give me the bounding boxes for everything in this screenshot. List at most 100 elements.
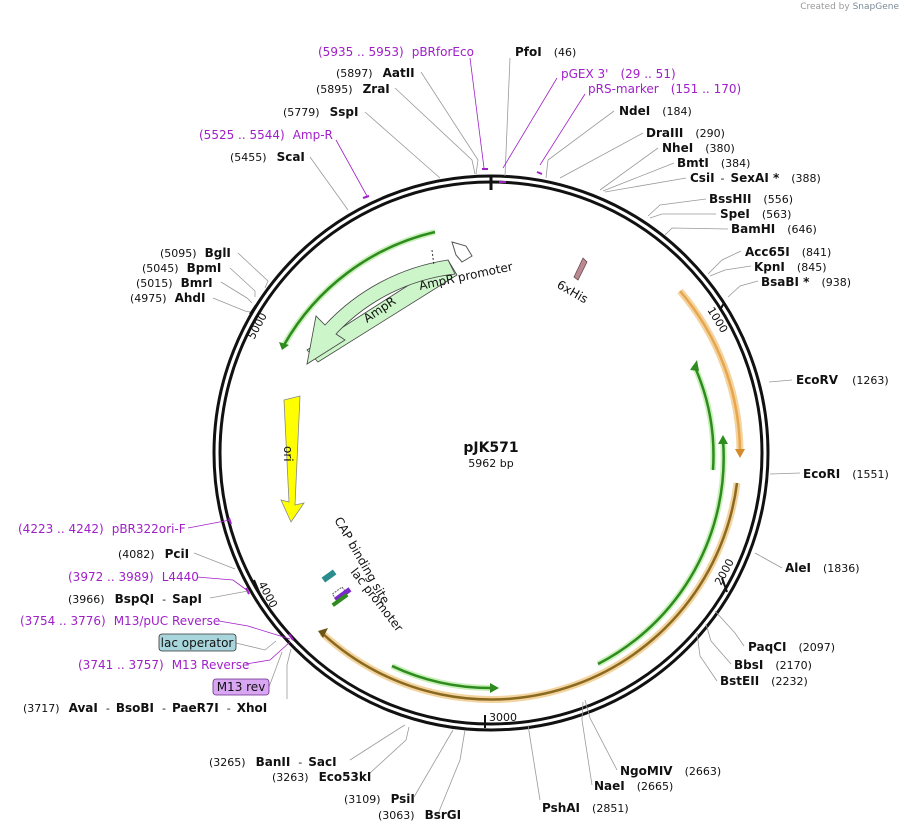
orf-green-4 (282, 230, 436, 346)
cap-site-mark (321, 569, 337, 583)
leader-bgli (237, 252, 269, 289)
enzyme-aatii: (5897)AatII (336, 66, 415, 80)
credit-prefix: Created by (800, 2, 850, 12)
ampr-body (306, 259, 458, 363)
backbone (212, 174, 770, 732)
primer-leader-m13puc (218, 620, 291, 640)
tick-1000 (719, 302, 725, 311)
orf-arcs (279, 229, 745, 703)
enzyme-bsshii: BssHII(556) (709, 192, 793, 206)
primer-m13puc: (3754 .. 3776)M13/pUC Reverse (20, 614, 220, 628)
enzyme-ahdi: (4975)AhdI (130, 291, 205, 305)
his-label: 6xHis (555, 277, 591, 306)
primer-leader-m13rev (245, 641, 291, 665)
ori-feature: ori (280, 395, 305, 523)
snapgene-brand: SnapGene (852, 2, 899, 12)
leader-draiii (559, 132, 644, 179)
enzyme-ngomiv: NgoMIV(2663) (620, 764, 721, 778)
ori-arrow (280, 395, 305, 523)
ampr-boundary (431, 249, 435, 267)
enzyme-bamhi: BamHI(646) (731, 222, 817, 236)
orf-green-2-head (718, 435, 728, 444)
lac-promoter-mark (333, 587, 352, 602)
primer-ampr: (5525 .. 5544)Amp-R (199, 128, 333, 142)
primer-leader-lines (187, 57, 586, 665)
leader-kpni (709, 265, 752, 277)
orf-green-2 (597, 439, 725, 666)
leader-ahdi (212, 297, 251, 313)
ori-label: ori (281, 446, 295, 462)
enzyme-naei: NaeI(2665) (594, 779, 673, 793)
tick-label-5000: 5000 (245, 311, 270, 342)
leader-ndei (545, 110, 615, 179)
enzyme-bmti: BmtI(384) (677, 156, 750, 170)
enzyme-banii-saci: (3265)BanII-SacI (209, 755, 337, 769)
enzyme-avai-group: (3717)AvaI-BsoBI-PaeR7I-XhoI (23, 701, 267, 715)
leader-psii (413, 729, 454, 798)
enzyme-ndei: NdeI(184) (619, 104, 692, 118)
orf-orange-2-head (318, 628, 328, 638)
leader-avai (286, 648, 292, 699)
enzyme-pshai: PshAI(2851) (542, 801, 629, 815)
enzyme-zrai: (5895)ZraI (316, 82, 390, 96)
ampr-arrow (306, 259, 456, 365)
primer-leader-pgex3 (502, 77, 558, 169)
leader-bmri (220, 281, 253, 304)
leader-eco53ki (369, 726, 410, 774)
enzyme-pcii: (4082)PciI (118, 547, 189, 561)
enzyme-psii: (3109)PsiI (344, 792, 415, 806)
primer-pbr322ori: (4223 .. 4242)pBR322ori-F (18, 522, 186, 536)
leader-lac-operator (235, 640, 277, 651)
primer-leader-prsmarker (539, 93, 586, 166)
lac-operator-box (158, 633, 237, 652)
enzyme-paqci: PaqCI(2097) (748, 640, 835, 654)
leader-sspi (364, 111, 441, 179)
primer-prsmarker: pRS-marker(151 .. 170) (588, 82, 741, 96)
leader-bbsi (705, 623, 732, 665)
leader-pcii (193, 552, 236, 570)
enzyme-draiii: DraIII(290) (646, 126, 725, 140)
enzyme-pfoi: PfoI(46) (515, 45, 576, 59)
enzyme-eco53ki: (3263)Eco53kI (272, 770, 371, 784)
plasmid-name: pJK571 (463, 440, 518, 456)
leader-m13rev-box (268, 651, 283, 688)
leader-spei (649, 213, 716, 219)
leader-alei (754, 552, 783, 569)
leader-csii (604, 177, 687, 193)
leader-acc65i (707, 250, 742, 275)
tick-label-3000: 3000 (489, 711, 517, 724)
orf-green-3-head (490, 683, 499, 693)
primer-pbrforeco: (5935 .. 5953)pBRforEco (318, 45, 474, 59)
primer-tick-ampr (362, 195, 370, 199)
leader-bamhi (664, 227, 729, 236)
tick-4000 (253, 579, 261, 595)
primer-tick-pbr322ori (228, 517, 232, 525)
enzyme-csii-sexai: CsiI-SexAI *(388) (690, 171, 821, 185)
enzyme-bsabi: BsaBI *(938) (761, 275, 851, 289)
primer-leader-pbr322ori (187, 519, 231, 529)
his-arrow (573, 257, 588, 281)
leader-bsteii (696, 632, 718, 682)
leader-pshai (527, 724, 541, 801)
lac-operator-box-label: lac operator (161, 636, 234, 650)
leader-bspqi (209, 590, 249, 599)
tick-2000 (721, 577, 728, 593)
enzyme-ecorv: EcoRV(1263) (796, 373, 889, 387)
primer-l4440: (3972 .. 3989)L4440 (68, 570, 199, 584)
enzyme-scai: (5455)ScaI (230, 150, 305, 164)
leader-aatii (420, 71, 479, 175)
orf-green-1-head (690, 360, 699, 371)
primer-tick-m13 (288, 633, 294, 641)
leader-naei (581, 701, 593, 786)
m13rev-box (212, 678, 270, 696)
ampr-feature: AmpR AmpR promoter (306, 241, 514, 365)
primer-leader-pbrforeco (469, 57, 485, 169)
leader-scai (309, 156, 349, 211)
orf-orange-2 (321, 482, 739, 701)
leader-bsrgi (437, 729, 466, 815)
plasmid-length: 5962 bp (468, 457, 513, 470)
orf-green-1 (692, 364, 715, 471)
enzyme-labels: PfoI(46) NdeI(184) DraIII(290) NheI(380)… (23, 45, 889, 822)
primer-tick-prsmarker (536, 171, 543, 175)
